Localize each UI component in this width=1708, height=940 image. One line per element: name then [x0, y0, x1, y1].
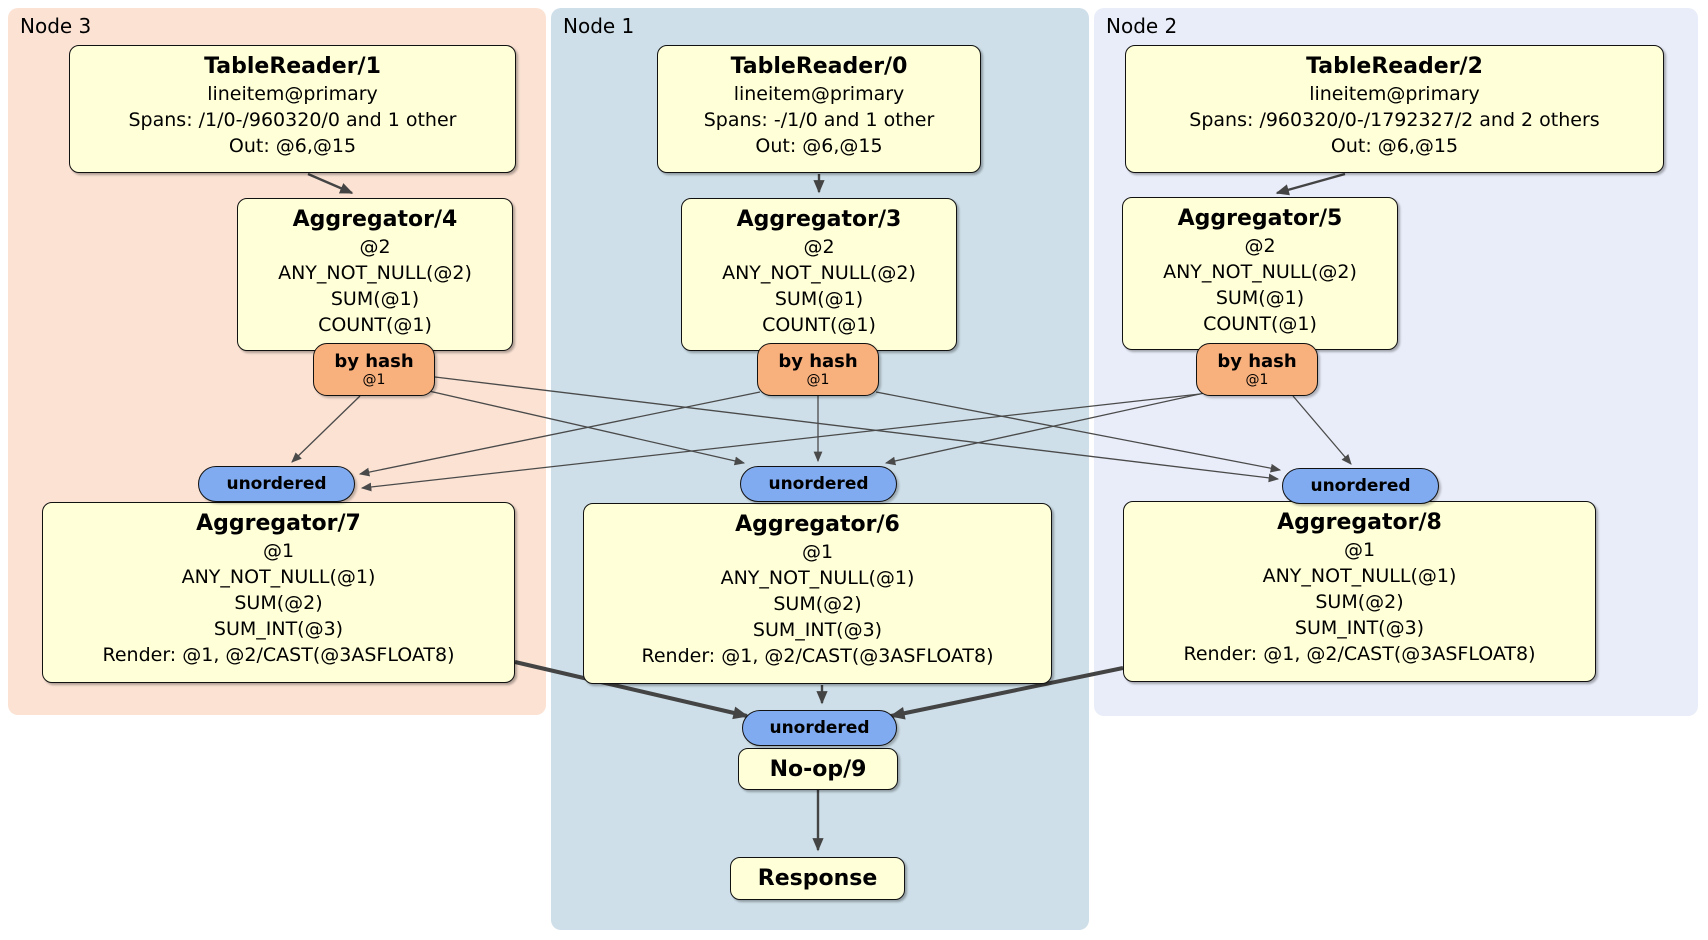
- node-aggregator-8: Aggregator/8 @1 ANY_NOT_NULL(@1) SUM(@2)…: [1123, 501, 1596, 682]
- node-line: lineitem@primary: [733, 83, 905, 105]
- node-line: COUNT(@1): [762, 314, 876, 336]
- node-title: TableReader/1: [204, 54, 381, 79]
- edge-router5-sync7: [360, 393, 1201, 492]
- node-line: Render: @1, @2/CAST(@3ASFLOAT8): [1183, 643, 1536, 665]
- node-line: ANY_NOT_NULL(@2): [722, 262, 916, 284]
- node-line: @1: [262, 540, 295, 562]
- sync-unordered-6: unordered: [740, 466, 897, 502]
- router-label: by hash: [1217, 351, 1297, 372]
- node-line: Out: @6,@15: [1330, 135, 1459, 157]
- node-line: Out: @6,@15: [228, 135, 357, 157]
- node-line: SUM_INT(@3): [1294, 617, 1425, 639]
- node-line: @2: [803, 236, 835, 258]
- node-line: SUM(@1): [1215, 287, 1305, 309]
- node-line: SUM(@2): [1315, 591, 1404, 613]
- node-line: SUM(@2): [773, 593, 862, 615]
- node-aggregator-3: Aggregator/3 @2 ANY_NOT_NULL(@2) SUM(@1)…: [681, 198, 957, 351]
- node-line: Spans: /1/0-/960320/0 and 1 other: [128, 109, 457, 131]
- router-label: by hash: [334, 351, 414, 372]
- router-sub: @1: [806, 372, 830, 388]
- edge-router4-sync8: [434, 376, 1280, 483]
- node-title: Response: [757, 866, 878, 891]
- node-line: ANY_NOT_NULL(@1): [1262, 565, 1457, 587]
- router-label: by hash: [778, 351, 858, 372]
- node-response: Response: [730, 857, 905, 900]
- node-noop-9: No-op/9: [738, 748, 898, 790]
- sync-label: unordered: [1310, 476, 1411, 496]
- node-line: Out: @6,@15: [755, 135, 883, 157]
- node-tablereader-2: TableReader/2 lineitem@primary Spans: /9…: [1125, 45, 1664, 173]
- region-label-node1: Node 1: [563, 14, 635, 38]
- node-line: SUM(@1): [330, 288, 420, 310]
- node-line: SUM_INT(@3): [213, 618, 344, 640]
- edge-tr1-agg4: [307, 172, 354, 195]
- node-line: @2: [359, 236, 391, 258]
- node-title: No-op/9: [769, 756, 867, 782]
- node-line: SUM_INT(@3): [752, 619, 883, 641]
- node-line: lineitem@primary: [1309, 83, 1480, 105]
- node-tablereader-1: TableReader/1 lineitem@primary Spans: /1…: [69, 45, 516, 173]
- node-aggregator-5: Aggregator/5 @2 ANY_NOT_NULL(@2) SUM(@1)…: [1122, 197, 1398, 350]
- region-label-node2: Node 2: [1106, 14, 1178, 38]
- node-title: Aggregator/4: [292, 207, 458, 232]
- edge-router3-sync7: [358, 391, 761, 477]
- node-line: @1: [801, 541, 834, 563]
- router-by-hash-5: by hash @1: [1196, 343, 1318, 396]
- node-aggregator-6: Aggregator/6 @1 ANY_NOT_NULL(@1) SUM(@2)…: [583, 503, 1052, 684]
- edge-router4-sync7: [291, 395, 361, 463]
- router-by-hash-4: by hash @1: [313, 343, 435, 396]
- sync-label: unordered: [769, 718, 870, 738]
- node-line: ANY_NOT_NULL(@2): [1163, 261, 1357, 283]
- edge-router3-sync8: [875, 391, 1282, 473]
- node-line: ANY_NOT_NULL(@2): [278, 262, 472, 284]
- node-line: @1: [1343, 539, 1376, 561]
- edge-router5-sync6: [884, 389, 1219, 466]
- node-tablereader-0: TableReader/0 lineitem@primary Spans: -/…: [657, 45, 981, 173]
- sync-unordered-8: unordered: [1282, 468, 1439, 504]
- node-title: Aggregator/3: [736, 207, 902, 232]
- node-title: Aggregator/7: [196, 511, 361, 536]
- node-line: Render: @1, @2/CAST(@3ASFLOAT8): [102, 644, 455, 666]
- node-line: ANY_NOT_NULL(@1): [181, 566, 376, 588]
- node-title: TableReader/0: [730, 54, 908, 79]
- router-sub: @1: [1245, 372, 1269, 388]
- region-label-node3: Node 3: [20, 14, 92, 38]
- router-sub: @1: [362, 372, 386, 388]
- sync-label: unordered: [768, 474, 869, 494]
- node-aggregator-7: Aggregator/7 @1 ANY_NOT_NULL(@1) SUM(@2)…: [42, 502, 515, 683]
- node-line: ANY_NOT_NULL(@1): [720, 567, 915, 589]
- node-line: COUNT(@1): [1203, 313, 1317, 335]
- edge-agg7-sync9: [514, 660, 749, 720]
- node-line: lineitem@primary: [207, 83, 378, 105]
- node-title: TableReader/2: [1306, 54, 1483, 79]
- node-line: @2: [1244, 235, 1276, 257]
- router-by-hash-3: by hash @1: [757, 343, 879, 396]
- node-line: SUM(@1): [774, 288, 864, 310]
- node-line: Spans: /960320/0-/1792327/2 and 2 others: [1189, 109, 1600, 131]
- edge-tr2-agg5: [1275, 172, 1346, 196]
- edge-router5-sync8: [1292, 395, 1352, 465]
- sync-label: unordered: [226, 474, 327, 494]
- sync-unordered-9: unordered: [742, 710, 897, 746]
- node-line: SUM(@2): [234, 592, 323, 614]
- sync-unordered-7: unordered: [198, 466, 355, 502]
- node-title: Aggregator/5: [1177, 206, 1343, 231]
- node-line: Render: @1, @2/CAST(@3ASFLOAT8): [641, 645, 994, 667]
- edge-agg8-sync9: [889, 666, 1124, 720]
- node-line: COUNT(@1): [318, 314, 432, 336]
- node-aggregator-4: Aggregator/4 @2 ANY_NOT_NULL(@2) SUM(@1)…: [237, 198, 513, 351]
- node-title: Aggregator/8: [1277, 510, 1442, 535]
- node-title: Aggregator/6: [735, 512, 900, 537]
- node-line: Spans: -/1/0 and 1 other: [703, 109, 935, 131]
